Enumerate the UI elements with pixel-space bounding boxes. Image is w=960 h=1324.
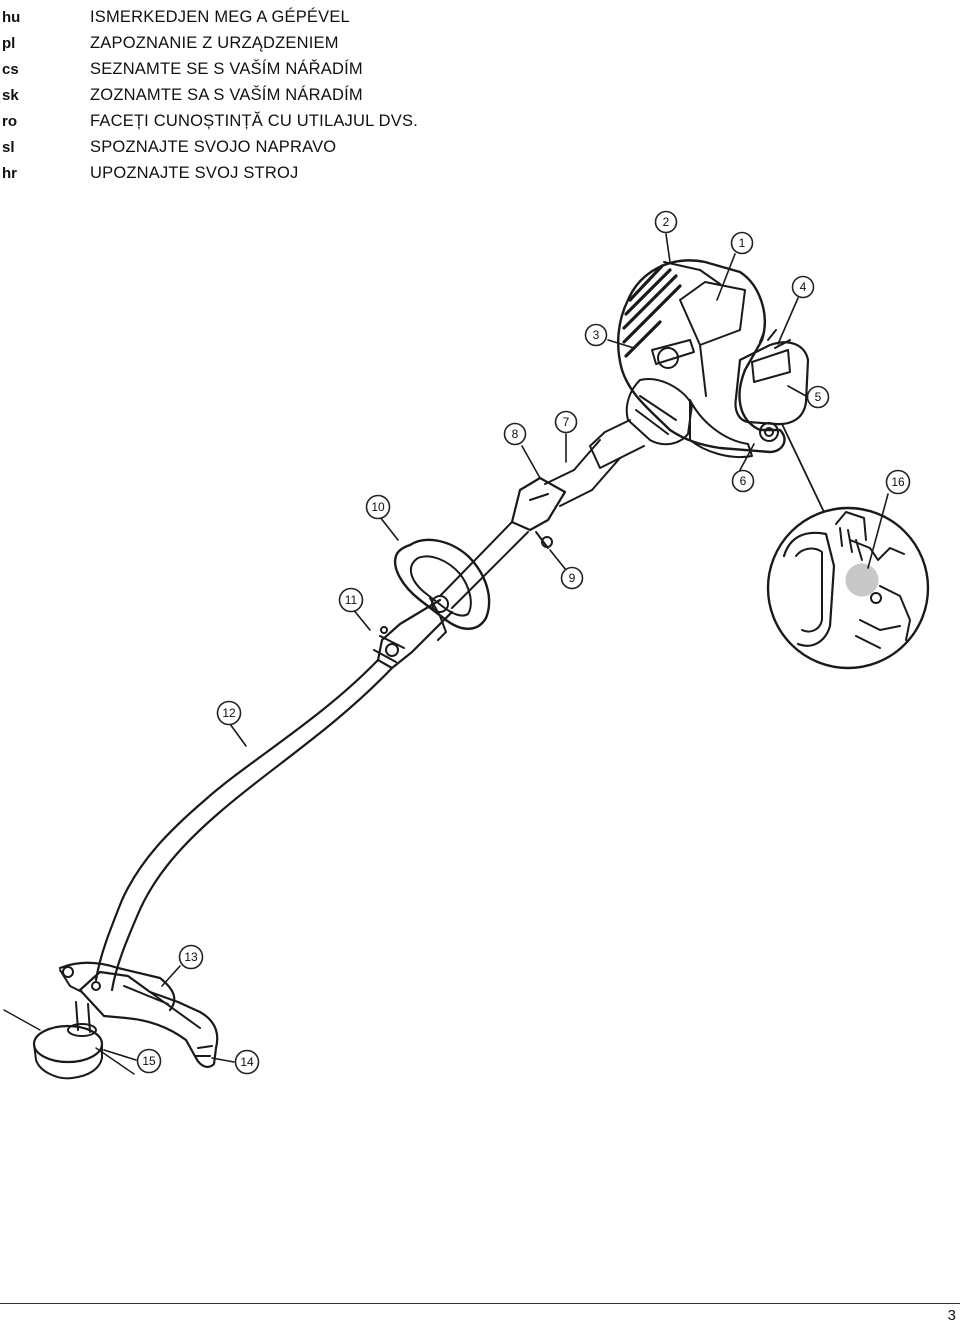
callout-1: 1 bbox=[730, 231, 754, 255]
page-number: 3 bbox=[947, 1307, 956, 1324]
callout-12: 12 bbox=[216, 700, 242, 726]
callout-10: 10 bbox=[365, 494, 391, 520]
language-code: cs bbox=[2, 60, 19, 78]
upper-shaft bbox=[439, 419, 645, 609]
callout-3: 3 bbox=[584, 323, 608, 347]
section-title: SEZNAMTE SE S VAŠÍM NÁŘADÍM bbox=[90, 59, 363, 78]
callout-label: 12 bbox=[222, 706, 236, 720]
callout-label: 9 bbox=[569, 571, 576, 585]
callout-2: 2 bbox=[654, 210, 678, 234]
callout-label: 11 bbox=[345, 593, 358, 607]
detail-view bbox=[766, 423, 930, 670]
callout-label: 15 bbox=[142, 1054, 156, 1068]
section-title: ZAPOZNANIE Z URZĄDZENIEM bbox=[90, 33, 339, 52]
callout-label: 14 bbox=[240, 1055, 254, 1069]
language-code: hr bbox=[2, 164, 17, 182]
heading-row-hr: hr UPOZNAJTE SVOJ STROJ bbox=[2, 160, 418, 186]
language-heading-list: hu ISMERKEDJEN MEG A GÉPÉVEL pl ZAPOZNANIE… bbox=[2, 4, 418, 186]
lower-shaft bbox=[94, 658, 394, 992]
callout-16: 16 bbox=[885, 469, 911, 495]
section-title: FACEȚI CUNOȘTINȚĂ CU UTILAJUL DVS. bbox=[90, 111, 418, 130]
language-code: sk bbox=[2, 86, 19, 104]
callout-14: 14 bbox=[234, 1049, 260, 1075]
language-code: pl bbox=[2, 34, 16, 52]
footer-divider bbox=[0, 1303, 960, 1304]
callout-4: 4 bbox=[791, 275, 815, 299]
section-title: ZOZNAMTE SA S VAŠÍM NÁRADÍM bbox=[90, 85, 363, 104]
language-code: hu bbox=[2, 8, 21, 26]
section-title: UPOZNAJTE SVOJ STROJ bbox=[90, 163, 299, 182]
heading-row-cs: cs SEZNAMTE SE S VAŠÍM NÁŘADÍM bbox=[2, 56, 418, 82]
leader-arrows bbox=[103, 233, 889, 1063]
callout-8: 8 bbox=[503, 422, 527, 446]
callout-9: 9 bbox=[560, 566, 584, 590]
heading-row-pl: pl ZAPOZNANIE Z URZĄDZENIEM bbox=[2, 30, 418, 56]
callout-label: 1 bbox=[739, 236, 746, 250]
callout-6: 6 bbox=[731, 469, 755, 493]
callout-11: 11 bbox=[338, 587, 364, 613]
callout-13: 13 bbox=[178, 944, 204, 970]
callout-label: 8 bbox=[512, 427, 519, 441]
heading-row-ro: ro FACEȚI CUNOȘTINȚĂ CU UTILAJUL DVS. bbox=[2, 108, 418, 134]
callout-label: 7 bbox=[563, 415, 570, 429]
shaft-coupler bbox=[373, 598, 454, 670]
callout-5: 5 bbox=[806, 385, 830, 409]
engine-housing bbox=[617, 259, 810, 458]
callout-label: 3 bbox=[593, 328, 600, 342]
language-code: sl bbox=[2, 138, 15, 156]
heading-row-sl: sl SPOZNAJTE SVOJO NAPRAVO bbox=[2, 134, 418, 160]
callout-7: 7 bbox=[554, 410, 578, 434]
callout-label: 5 bbox=[815, 390, 822, 404]
assist-handle bbox=[393, 538, 491, 641]
section-title: SPOZNAJTE SVOJO NAPRAVO bbox=[90, 137, 337, 156]
callout-label: 6 bbox=[740, 474, 747, 488]
callout-label: 16 bbox=[891, 475, 905, 489]
heading-row-sk: sk ZOZNAMTE SA S VAŠÍM NÁRADÍM bbox=[2, 82, 418, 108]
language-code: ro bbox=[2, 112, 17, 130]
trimmer-head bbox=[3, 961, 219, 1080]
callout-label: 4 bbox=[800, 280, 807, 294]
callout-label: 10 bbox=[371, 500, 385, 514]
callout-15: 15 bbox=[136, 1048, 162, 1074]
callout-label: 13 bbox=[184, 950, 198, 964]
section-title: ISMERKEDJEN MEG A GÉPÉVEL bbox=[90, 7, 350, 26]
callout-label: 2 bbox=[663, 215, 670, 229]
heading-row-hu: hu ISMERKEDJEN MEG A GÉPÉVEL bbox=[2, 4, 418, 30]
